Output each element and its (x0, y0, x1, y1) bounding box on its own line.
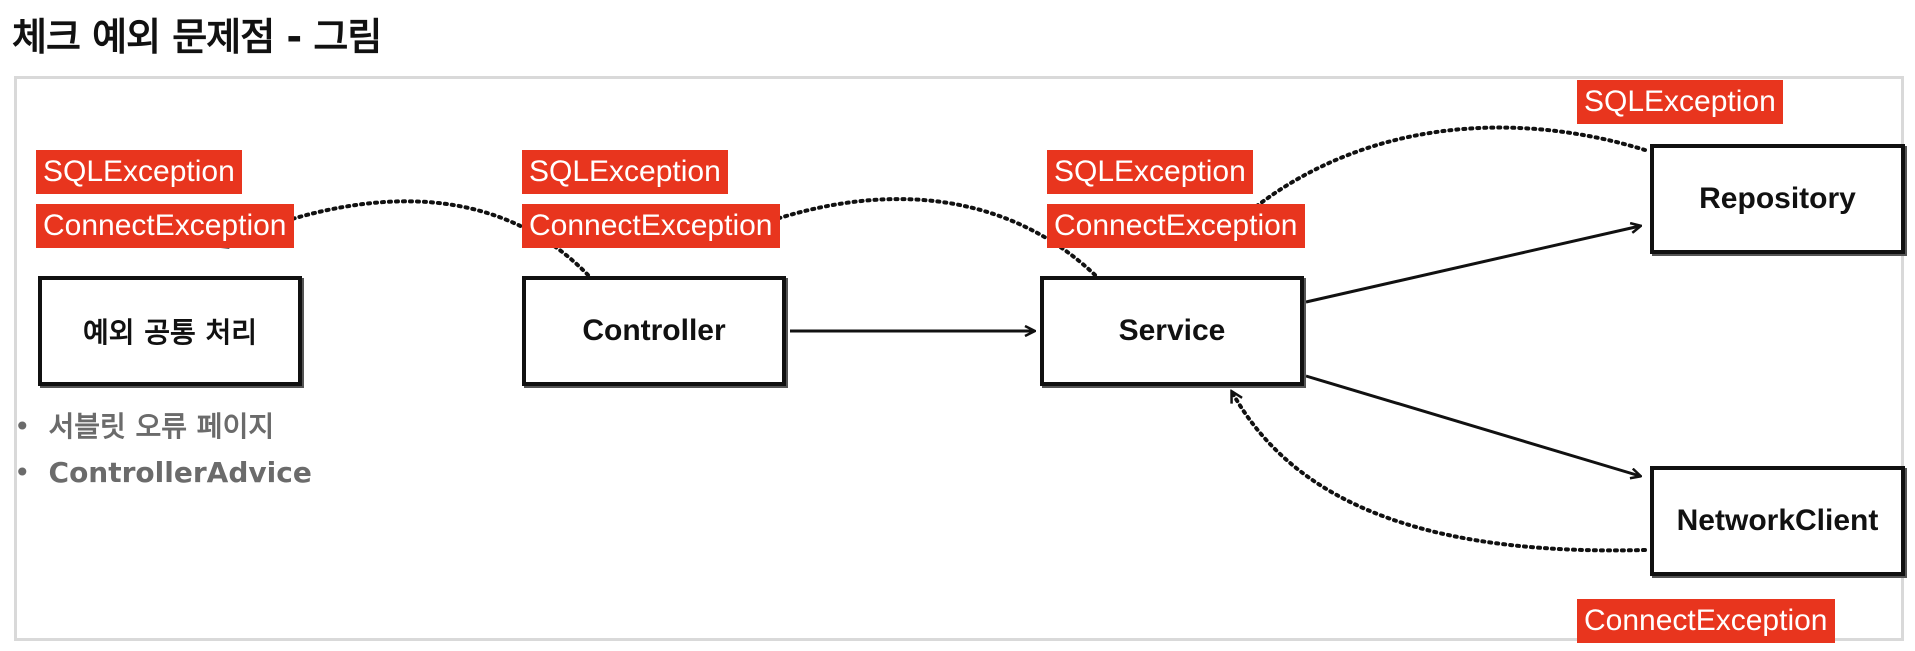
node-repository-label: Repository (1699, 182, 1856, 215)
node-service-label: Service (1118, 314, 1226, 347)
tag-connect-exception-controller: ConnectException (522, 204, 780, 248)
tag-sql-exception-service: SQLException (1047, 150, 1253, 194)
tag-sql-exception-handler: SQLException (36, 150, 242, 194)
node-controller-label: Controller (582, 314, 726, 347)
handler-notes-list: • 서블릿 오류 페이지 • ControllerAdvice (14, 404, 312, 496)
throw-arrow-repository-service (1218, 125, 1647, 240)
call-arrow-service-repository (1305, 226, 1640, 304)
node-network-client: NetworkClient (1650, 466, 1905, 576)
note-item: • ControllerAdvice (14, 450, 312, 496)
tag-sql-exception-controller: SQLException (522, 150, 728, 194)
node-controller: Controller (522, 276, 786, 386)
node-service: Service (1040, 276, 1304, 386)
call-arrow-service-networkclient (1305, 374, 1640, 476)
node-repository: Repository (1650, 144, 1905, 254)
page-title: 체크 예외 문제점 - 그림 (12, 15, 382, 59)
diagram-frame (14, 76, 1904, 641)
note-item: • 서블릿 오류 페이지 (14, 404, 312, 450)
tag-connect-exception-handler: ConnectException (36, 204, 294, 248)
tag-sql-exception-repository: SQLException (1577, 80, 1783, 124)
note-text: 서블릿 오류 페이지 (48, 410, 275, 443)
note-text: ControllerAdvice (48, 456, 312, 489)
node-exception-handler: 예외 공통 처리 (38, 276, 302, 386)
node-exception-handler-label: 예외 공통 처리 (82, 316, 258, 349)
tag-connect-exception-service: ConnectException (1047, 204, 1305, 248)
throw-arrow-networkclient-service (1230, 392, 1647, 553)
bullet-icon: • (14, 456, 31, 489)
tag-connect-exception-networkclient: ConnectException (1577, 599, 1835, 643)
node-network-client-label: NetworkClient (1676, 504, 1879, 537)
bullet-icon: • (14, 410, 31, 443)
